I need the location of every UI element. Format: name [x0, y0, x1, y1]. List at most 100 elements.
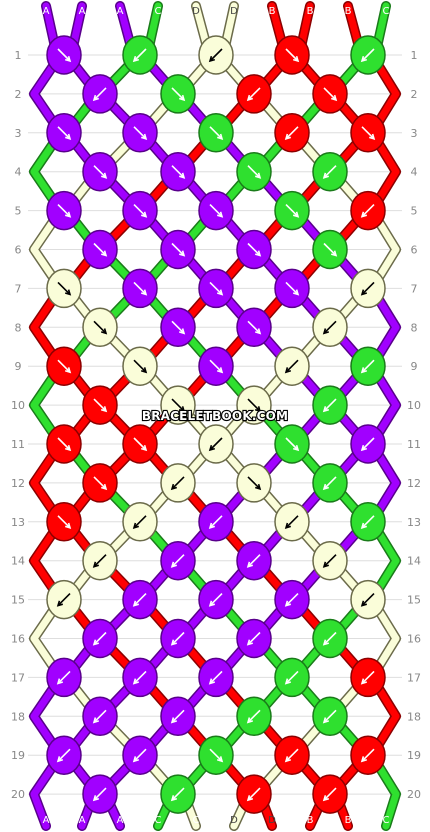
knot-arrow-head-icon	[284, 600, 292, 607]
knot-arrow-icon	[323, 554, 337, 568]
knot-arrow-head-icon	[216, 133, 224, 140]
knot-arrow-head-icon	[178, 250, 186, 257]
knot-arrow-icon	[57, 437, 71, 451]
knot-arrow-icon	[323, 476, 337, 490]
thread-letter-top: A	[43, 6, 50, 17]
knot-arrow-icon	[323, 87, 337, 101]
knot-arrow-icon	[361, 48, 375, 62]
thread-letter-bottom: C	[155, 815, 162, 826]
knot-arrow-head-icon	[170, 483, 178, 491]
knot-arrow-head-icon	[178, 94, 186, 102]
knot-arrow-head-icon	[92, 639, 100, 646]
thread-strand	[30, 2, 400, 830]
knot-arrow-icon	[323, 320, 337, 334]
knot-arrow-head-icon	[92, 795, 100, 802]
knot-arrow-icon	[93, 709, 107, 723]
knot-arrow-icon	[361, 359, 375, 373]
knot-arrow-head-icon	[132, 756, 140, 763]
thread-letter-top: D	[230, 6, 238, 17]
knot-arrow-head-icon	[132, 55, 140, 63]
knot-arrow-icon	[209, 670, 223, 684]
knot-arrow-head-icon	[368, 133, 376, 140]
knot-arrow-icon	[285, 48, 299, 62]
knot-arrow-icon	[93, 787, 107, 801]
row-number-right: 20	[407, 788, 421, 801]
knot-arrow-icon	[171, 554, 185, 568]
knot-arrow-icon	[247, 87, 261, 101]
row-number-left: 7	[15, 282, 22, 295]
knot-arrow-icon	[247, 554, 261, 568]
knot-arrow-head-icon	[170, 561, 178, 568]
knot-arrow-icon	[361, 437, 375, 451]
knot-arrow-head-icon	[132, 600, 140, 607]
knot-arrow-head-icon	[92, 561, 100, 568]
thread-letter-bottom: B	[345, 815, 352, 826]
knot-arrow-head-icon	[246, 717, 254, 724]
knot-arrow-icon	[323, 631, 337, 646]
knot-arrow-icon	[247, 787, 261, 801]
knot-arrow-head-icon	[56, 756, 64, 763]
row-number-right: 14	[407, 555, 421, 568]
knot-arrow-head-icon	[360, 289, 368, 296]
knot-arrow-head-icon	[140, 444, 148, 452]
knot-arrow-head-icon	[254, 328, 262, 335]
knot-arrow-icon	[133, 437, 147, 451]
knot-arrow-head-icon	[140, 367, 148, 374]
knot-arrow-icon	[285, 126, 299, 140]
knot-arrow-icon	[57, 281, 71, 295]
knot-arrow-head-icon	[64, 522, 72, 529]
knot-arrow-icon	[209, 204, 223, 218]
row-number-right: 4	[411, 166, 418, 179]
knot-arrow-icon	[93, 631, 107, 646]
knot-arrow-head-icon	[360, 211, 368, 218]
knot-arrow-head-icon	[140, 133, 148, 140]
knot-arrow-icon	[171, 631, 185, 646]
knot-arrow-icon	[133, 204, 147, 218]
knot-arrow-icon	[247, 476, 261, 490]
knot-arrow-icon	[361, 748, 375, 762]
knot-arrow-head-icon	[216, 211, 224, 218]
knot-arrow-icon	[93, 242, 107, 257]
row-number-right: 2	[411, 88, 418, 101]
knot-arrow-icon	[133, 281, 147, 295]
knot-arrow-head-icon	[322, 328, 330, 335]
knot-arrow-icon	[209, 593, 223, 607]
knot-arrow-icon	[285, 670, 299, 684]
row-number-left: 18	[11, 710, 25, 723]
knot-arrow-head-icon	[208, 678, 216, 685]
row-number-left: 4	[15, 166, 22, 179]
row-number-right: 5	[411, 205, 418, 218]
thread-letter-top: B	[345, 6, 352, 17]
row-number-left: 11	[11, 438, 25, 451]
knot-arrow-head-icon	[64, 289, 72, 296]
row-number-left: 13	[11, 516, 25, 529]
knot-arrow-icon	[247, 631, 261, 646]
knot-arrow-icon	[285, 204, 299, 218]
knot-arrow-icon	[57, 204, 71, 218]
knot-arrow-head-icon	[170, 639, 178, 646]
knot-arrow-head-icon	[178, 172, 186, 179]
knot-arrow-icon	[93, 476, 107, 490]
thread-letter-bottom: D	[230, 815, 238, 826]
row-number-right: 12	[407, 477, 421, 490]
row-number-right: 10	[407, 399, 421, 412]
knot-arrow-head-icon	[100, 328, 108, 335]
knot-arrow-head-icon	[322, 561, 330, 568]
knot-arrow-icon	[93, 320, 107, 334]
knot-arrow-icon	[209, 281, 223, 295]
thread-letter-bottom: A	[79, 815, 86, 826]
knot-arrow-head-icon	[322, 717, 330, 724]
knot-arrow-icon	[323, 165, 337, 179]
row-number-right: 17	[407, 671, 421, 684]
knot-arrow-icon	[209, 515, 223, 529]
knot-arrow-icon	[209, 126, 223, 140]
row-number-left: 3	[15, 127, 22, 140]
knot-arrow-head-icon	[292, 444, 300, 452]
row-number-right: 13	[407, 516, 421, 529]
knot-arrow-head-icon	[360, 55, 368, 63]
knot-arrow-head-icon	[100, 406, 108, 413]
knot-arrow-head-icon	[254, 406, 262, 413]
knot-arrow-head-icon	[178, 328, 186, 335]
knot-arrow-icon	[323, 398, 337, 412]
